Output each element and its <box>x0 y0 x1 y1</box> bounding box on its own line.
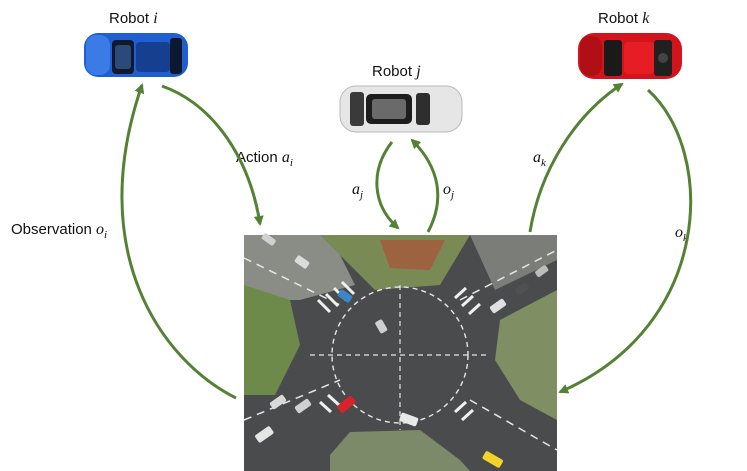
observation-k-label: ok <box>675 224 688 244</box>
observation-j-label: oj <box>443 181 455 201</box>
robot-k-label: Robot k <box>598 10 650 27</box>
action-i-label: Action ai <box>236 149 293 169</box>
action-k-arrow <box>528 82 624 233</box>
observation-i-label: Observation oi <box>11 221 108 241</box>
observation-k-arrow <box>558 88 693 394</box>
robot-i-label: Robot i <box>109 10 158 27</box>
action-j-arrow <box>375 141 400 230</box>
action-k-label: ak <box>533 149 546 169</box>
action-i-arrow <box>161 84 264 226</box>
arrows <box>120 82 693 400</box>
robot-j-car-icon <box>339 85 463 133</box>
robot-i-car-icon <box>84 33 188 77</box>
robot-j-label: Robot j <box>372 63 421 80</box>
intersection-image <box>243 233 558 471</box>
action-j-label: aj <box>352 181 364 201</box>
observation-j-arrow <box>410 138 440 233</box>
robot-k-car-icon <box>578 33 682 79</box>
observation-i-arrow <box>120 83 237 400</box>
